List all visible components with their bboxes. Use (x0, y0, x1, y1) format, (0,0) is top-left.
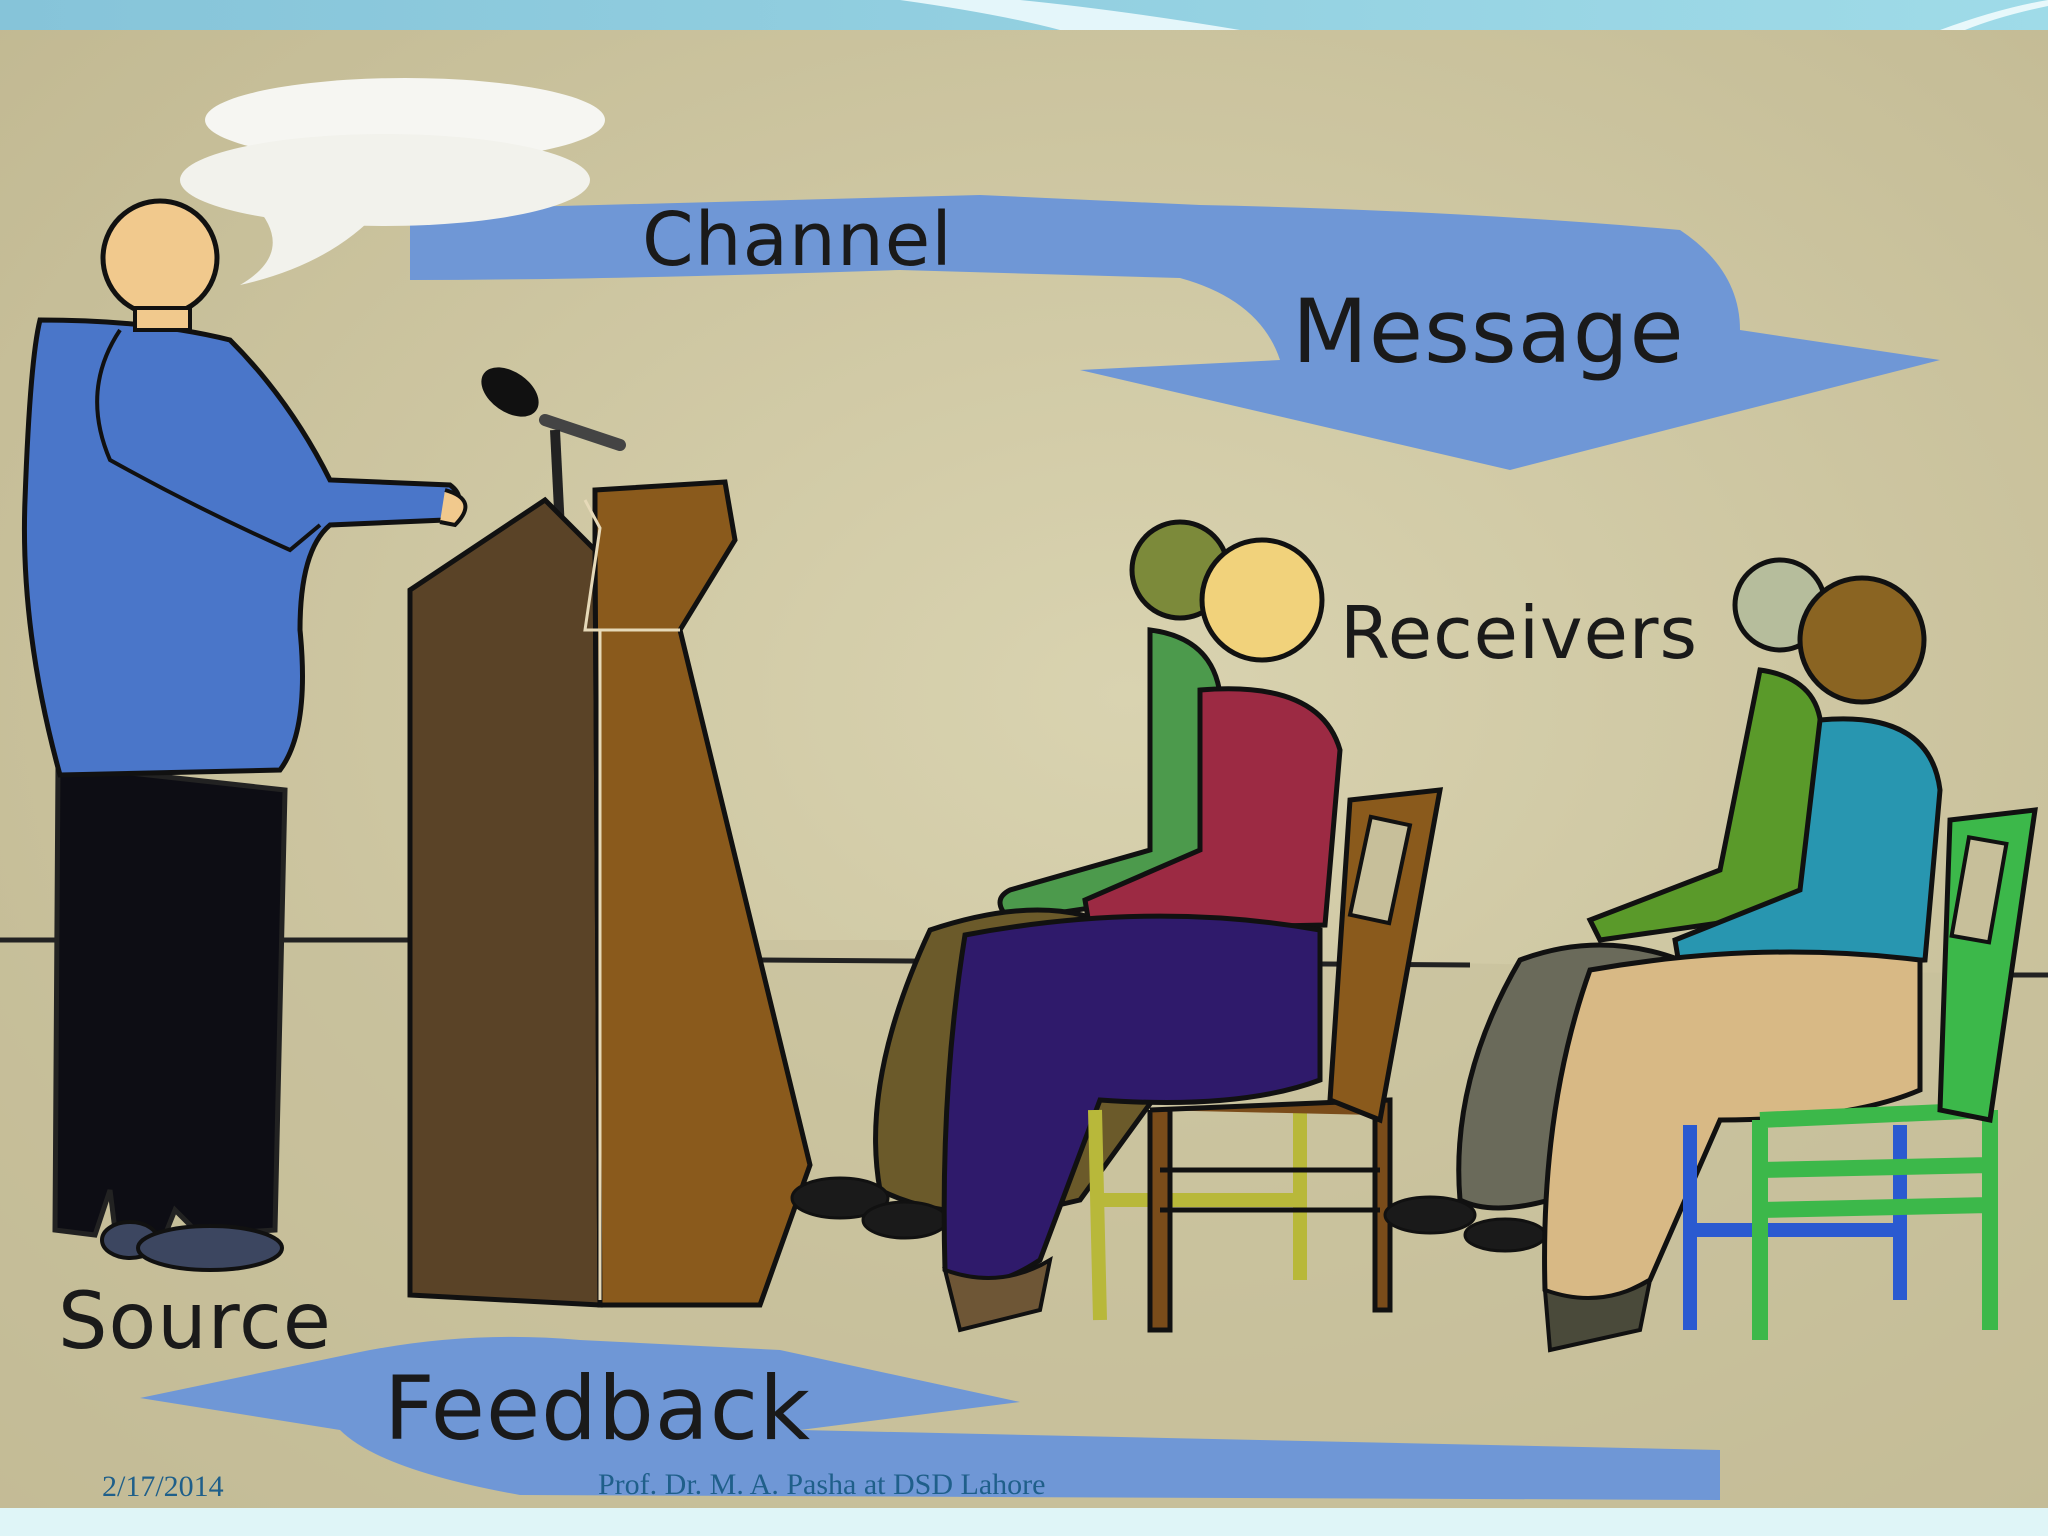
footer-date: 2/17/2014 (102, 1470, 224, 1503)
channel-label: Channel (642, 197, 953, 283)
receiver-group-left (790, 519, 1444, 1333)
top-banner (0, 0, 2048, 30)
source-label: Source (58, 1277, 332, 1367)
receiver-group-right (1383, 557, 2038, 1353)
speaker-figure (21, 198, 468, 1272)
channel-message-arrow (410, 195, 1940, 470)
receivers-label: Receivers (1340, 591, 1698, 675)
footer-author: Prof. Dr. M. A. Pasha at DSD Lahore (598, 1468, 1046, 1501)
communication-scene-illustration (0, 30, 2048, 1508)
speech-bubble (180, 78, 605, 285)
bottom-banner (0, 1508, 2048, 1536)
feedback-label: Feedback (384, 1357, 812, 1460)
feedback-arrow (140, 1336, 1720, 1500)
podium (407, 479, 813, 1308)
message-label: Message (1292, 280, 1685, 383)
